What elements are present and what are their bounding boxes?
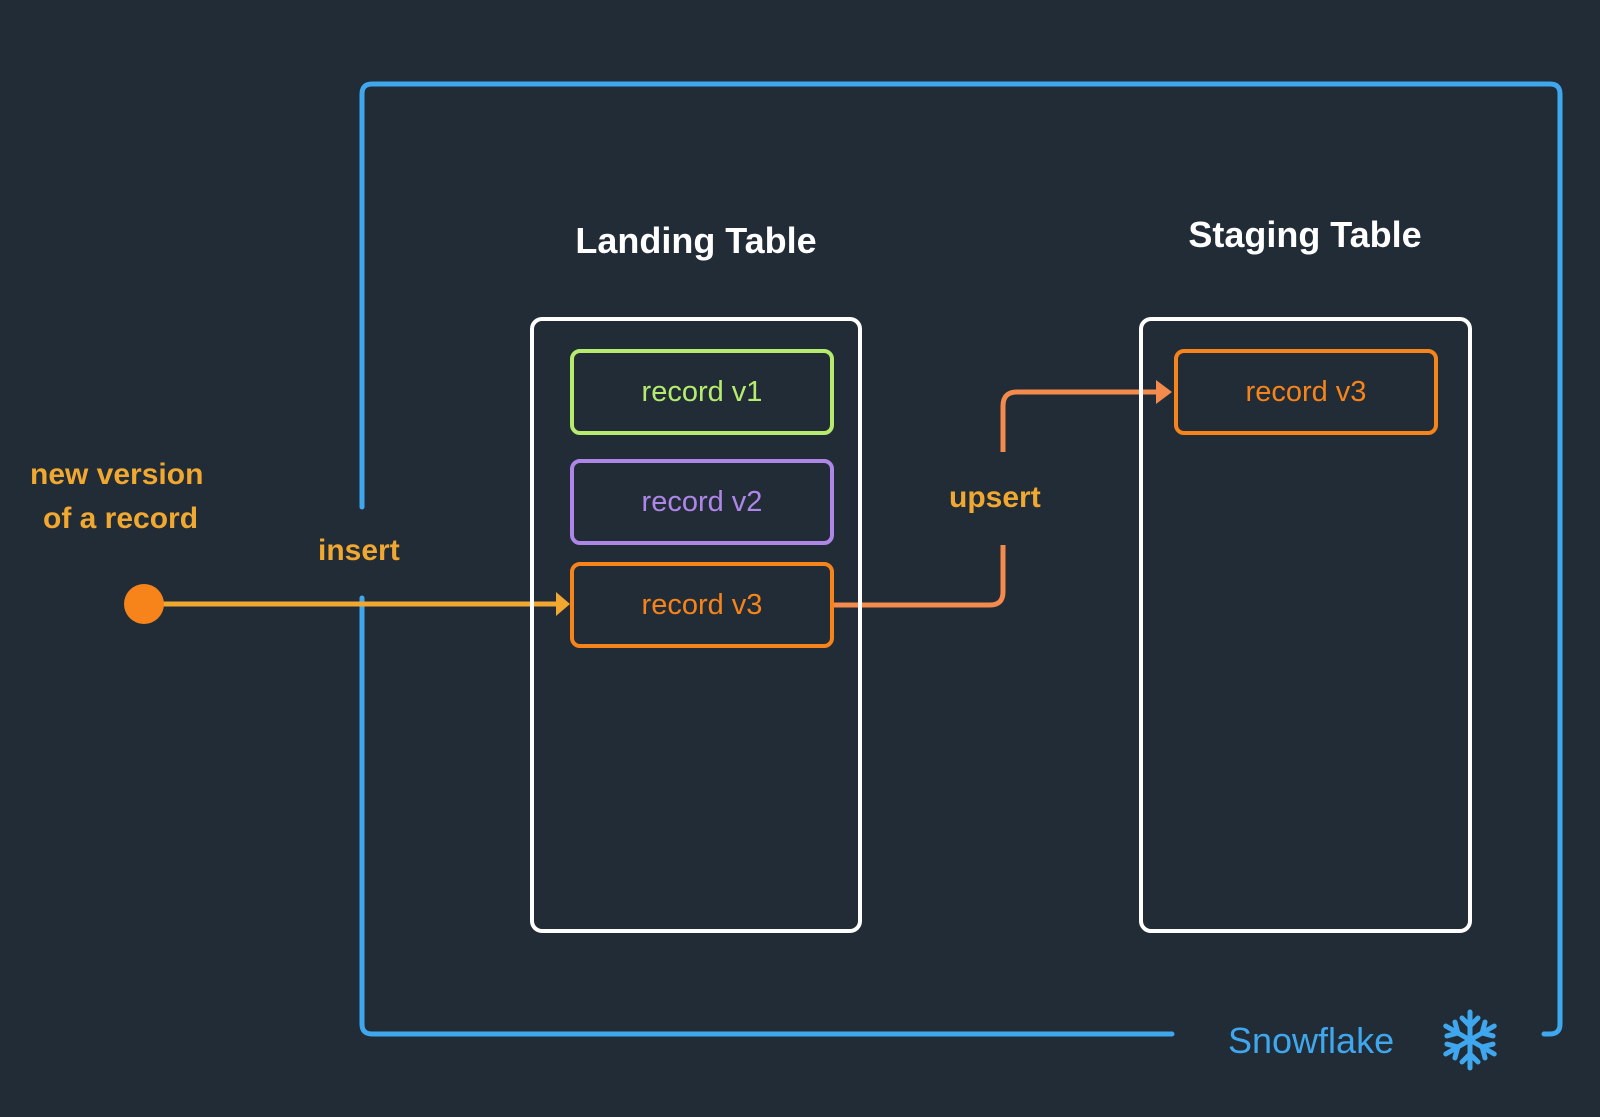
- landing-table: [530, 317, 862, 933]
- staging-record-v3: record v3: [1174, 349, 1438, 435]
- upsert-line-upper: [1000, 389, 1158, 452]
- insert-arrowhead: [556, 592, 570, 616]
- upsert-line-lower: [833, 545, 1006, 608]
- landing-record-v3: record v3: [570, 562, 834, 648]
- source-label-line1: new version: [30, 458, 204, 491]
- landing-record-v1: record v1: [570, 349, 834, 435]
- snowflake-icon: [1443, 1009, 1497, 1071]
- snowflake-boundary: [359, 81, 1563, 1037]
- landing-record-v2: record v2: [570, 459, 834, 545]
- snowflake-boundary-lower: [359, 595, 1175, 1037]
- source-label-line2: of a record: [43, 502, 199, 535]
- insert-label: insert: [318, 534, 400, 567]
- staging-table: [1139, 317, 1472, 933]
- snowflake-label: Snowflake: [1228, 1020, 1395, 1061]
- landing-table-title: Landing Table: [575, 220, 817, 261]
- staging-table-title: Staging Table: [1188, 214, 1422, 255]
- upsert-arrowhead: [1156, 380, 1172, 404]
- record-source-dot: [124, 584, 164, 624]
- upsert-label: upsert: [949, 481, 1041, 514]
